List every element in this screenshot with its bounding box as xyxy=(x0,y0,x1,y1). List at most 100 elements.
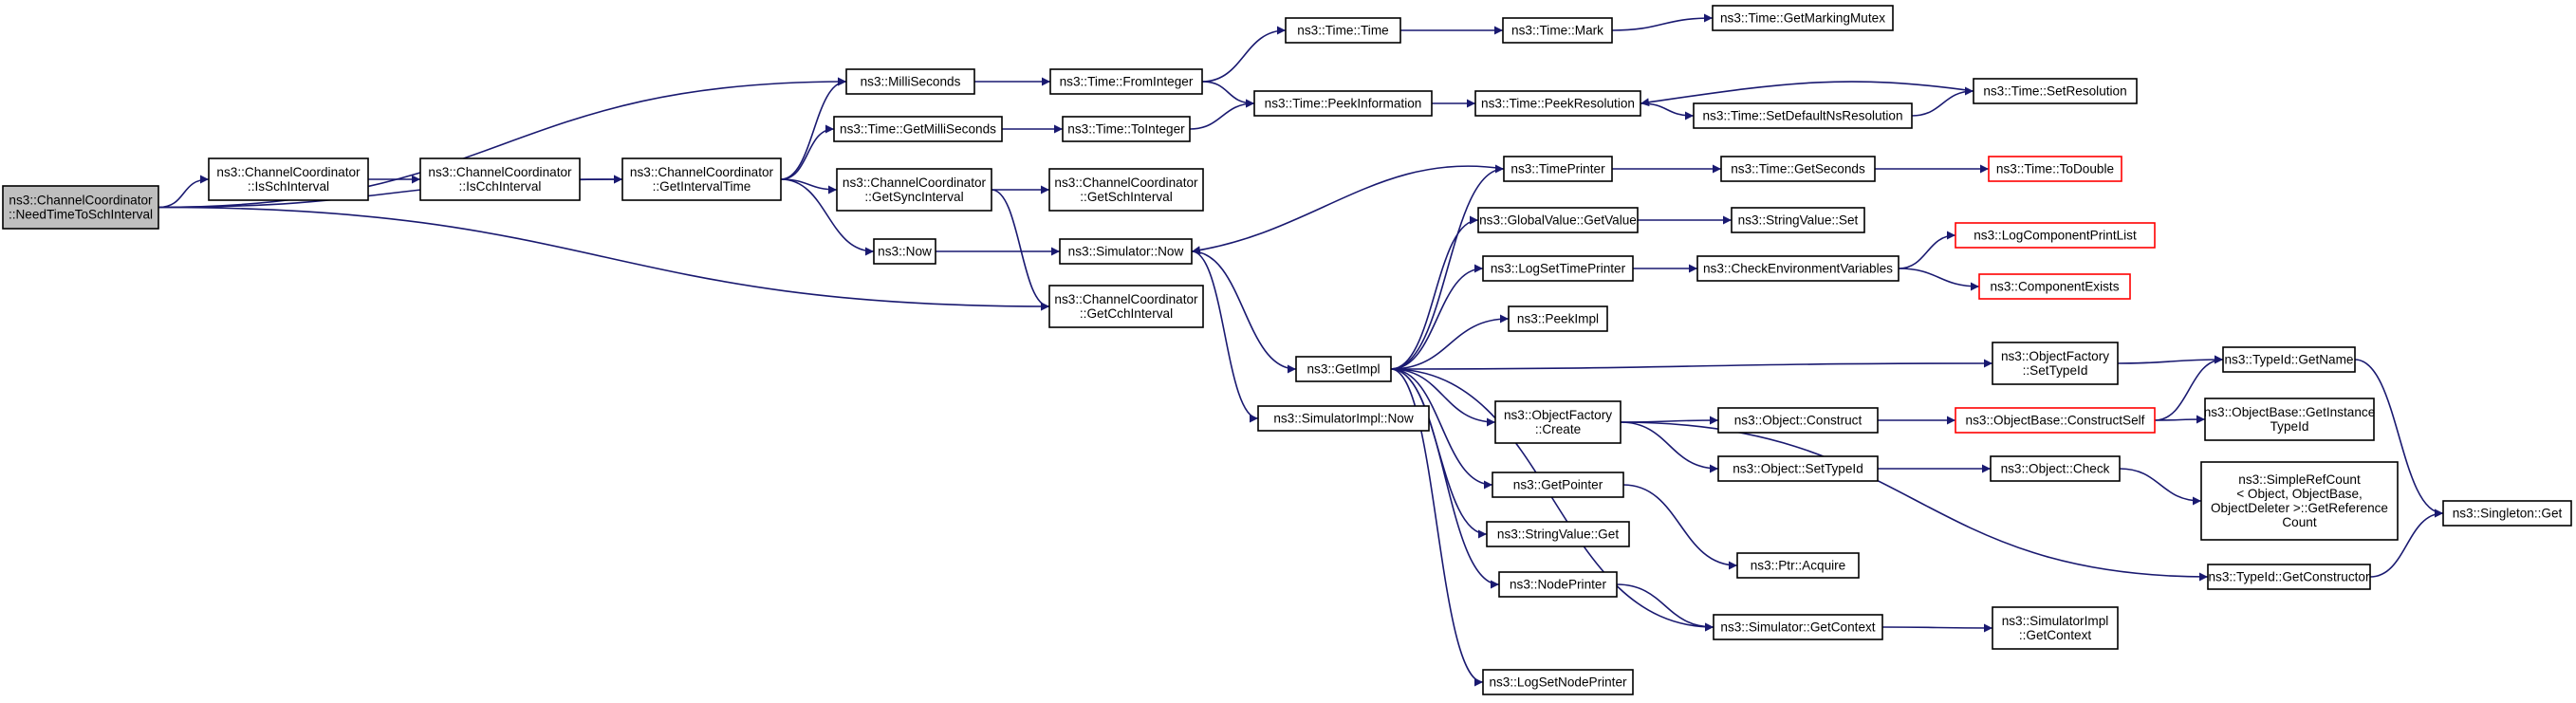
node-label: ns3::ChannelCoordinator xyxy=(216,165,361,179)
graph-node-getPointer[interactable]: ns3::GetPointer xyxy=(1492,472,1624,498)
node-box xyxy=(1978,273,2131,300)
node-label: TypeId xyxy=(2270,419,2309,434)
graph-node-objSetTid[interactable]: ns3::Object::SetTypeId xyxy=(1717,455,1879,482)
node-label: ns3::GlobalValue::GetValue xyxy=(1479,213,1637,228)
graph-node-logSetTime[interactable]: ns3::LogSetTimePrinter xyxy=(1482,255,1634,282)
graph-node-checkEnv[interactable]: ns3::CheckEnvironmentVariables xyxy=(1696,255,1900,282)
node-label: ns3::LogSetTimePrinter xyxy=(1491,262,1626,276)
node-label: ns3::Time::ToDouble xyxy=(1996,162,2114,176)
graph-node-isCch[interactable]: ns3::ChannelCoordinator::IsCchInterval xyxy=(419,157,581,201)
graph-node-getSeconds[interactable]: ns3::Time::GetSeconds xyxy=(1720,156,1876,182)
graph-node-getMarkMutex[interactable]: ns3::Time::GetMarkingMutex xyxy=(1712,5,1894,31)
node-label: ns3::ComponentExists xyxy=(1990,280,2119,294)
edge-getInt-to-now xyxy=(780,178,875,256)
node-box xyxy=(2442,500,2572,527)
graph-node-timePrinter[interactable]: ns3::TimePrinter xyxy=(1503,156,1613,182)
graph-node-srcGetRef[interactable]: ns3::SimpleRefCount< Object, ObjectBase,… xyxy=(2200,461,2399,541)
edge-getInt-to-getMilli xyxy=(780,124,835,180)
graph-node-isSch[interactable]: ns3::ChannelCoordinator::IsSchInterval xyxy=(208,157,369,201)
graph-node-gvGet[interactable]: ns3::GlobalValue::GetValue xyxy=(1477,207,1639,233)
edge-objCheck-to-srcGetRef xyxy=(2119,468,2202,506)
edge-root-to-getCch xyxy=(158,206,1050,311)
edge-simNow-to-simImplNow xyxy=(1191,250,1259,423)
edge-getPointer-to-ptrAcquire xyxy=(1622,484,1738,570)
node-box xyxy=(1988,156,2122,182)
graph-node-peekImpl[interactable]: ns3::PeekImpl xyxy=(1508,305,1608,332)
edge-setDefNs-to-setRes xyxy=(1911,86,1974,117)
graph-node-timeTime[interactable]: ns3::Time::Time xyxy=(1285,17,1401,44)
graph-node-getSch[interactable]: ns3::ChannelCoordinator::GetSchInterval xyxy=(1048,168,1204,212)
node-label: ns3::Simulator::Now xyxy=(1068,245,1184,259)
node-label: ns3::Time::PeekInformation xyxy=(1265,97,1422,111)
node-label: ::IsSchInterval xyxy=(248,179,329,194)
node-box xyxy=(1474,90,1641,117)
graph-node-svSet[interactable]: ns3::StringValue::Set xyxy=(1731,207,1865,233)
graph-node-getInt[interactable]: ns3::ChannelCoordinator::GetIntervalTime xyxy=(621,157,782,201)
graph-node-root[interactable]: ns3::ChannelCoordinator::NeedTimeToSchIn… xyxy=(2,185,159,230)
graph-node-objConstruct[interactable]: ns3::Object::Construct xyxy=(1717,407,1879,434)
node-box xyxy=(1062,116,1191,142)
edge-nodePrinter-to-simGetCtx xyxy=(1616,583,1714,632)
node-box xyxy=(2200,461,2399,541)
node-box xyxy=(1720,156,1876,182)
node-label: ::GetIntervalTime xyxy=(653,179,751,194)
graph-node-fromInt[interactable]: ns3::Time::FromInteger xyxy=(1049,68,1203,95)
graph-node-ptrAcquire[interactable]: ns3::Ptr::Acquire xyxy=(1736,552,1860,579)
graph-node-ofSetTid[interactable]: ns3::ObjectFactory::SetTypeId xyxy=(1992,342,2119,385)
graph-node-ofCreate[interactable]: ns3::ObjectFactory::Create xyxy=(1494,400,1622,444)
graph-node-simNow[interactable]: ns3::Simulator::Now xyxy=(1059,238,1193,265)
node-label: ns3::Time::Mark xyxy=(1511,24,1603,38)
edge-getImpl-to-timePrinter xyxy=(1390,164,1505,370)
edge-simGetCtx-to-simImplGetCtx xyxy=(1881,623,1993,633)
node-box xyxy=(1502,17,1613,44)
graph-node-obConstructSelf[interactable]: ns3::ObjectBase::ConstructSelf xyxy=(1955,407,2156,434)
node-label: < Object, ObjectBase, xyxy=(2236,487,2363,501)
graph-node-getMilli[interactable]: ns3::Time::GetMilliSeconds xyxy=(833,116,1003,142)
node-box xyxy=(2,185,159,230)
graph-node-simGetCtx[interactable]: ns3::Simulator::GetContext xyxy=(1713,614,1883,640)
graph-node-setDefNs[interactable]: ns3::Time::SetDefaultNsResolution xyxy=(1693,102,1913,129)
nodes-layer: ns3::ChannelCoordinator::NeedTimeToSchIn… xyxy=(2,5,2572,695)
node-label: ns3::Time::PeekResolution xyxy=(1481,97,1635,111)
graph-node-now[interactable]: ns3::Now xyxy=(873,238,936,265)
node-label: ns3::ChannelCoordinator xyxy=(630,165,774,179)
graph-node-tidGetCtor[interactable]: ns3::TypeId::GetConstructor xyxy=(2207,564,2371,590)
graph-node-peekRes[interactable]: ns3::Time::PeekResolution xyxy=(1474,90,1641,117)
graph-node-peekInfo[interactable]: ns3::Time::PeekInformation xyxy=(1253,90,1433,117)
graph-node-compExists[interactable]: ns3::ComponentExists xyxy=(1978,273,2131,300)
graph-node-simImplGetCtx[interactable]: ns3::SimulatorImpl::GetContext xyxy=(1992,606,2119,650)
edge-mark-to-getMarkMutex xyxy=(1611,13,1714,31)
graph-node-toInt[interactable]: ns3::Time::ToInteger xyxy=(1062,116,1191,142)
graph-node-simImplNow[interactable]: ns3::SimulatorImpl::Now xyxy=(1257,405,1430,432)
edge-getImpl-to-logSetNode xyxy=(1390,368,1484,687)
graph-node-logCompList[interactable]: ns3::LogComponentPrintList xyxy=(1955,222,2156,249)
graph-node-nodePrinter[interactable]: ns3::NodePrinter xyxy=(1498,571,1618,598)
graph-node-singletonGet[interactable]: ns3::Singleton::Get xyxy=(2442,500,2572,527)
edge-getImpl-to-ofSetTid xyxy=(1390,359,1993,370)
node-label: ::GetSyncInterval xyxy=(864,190,963,204)
graph-node-svGet[interactable]: ns3::StringValue::Get xyxy=(1486,521,1630,547)
edge-checkEnv-to-compExists xyxy=(1898,268,1980,291)
node-box xyxy=(833,116,1003,142)
graph-node-setRes[interactable]: ns3::Time::SetResolution xyxy=(1973,78,2138,104)
graph-node-mark[interactable]: ns3::Time::Mark xyxy=(1502,17,1613,44)
graph-node-getImpl[interactable]: ns3::GetImpl xyxy=(1295,356,1392,382)
graph-node-tidGetName[interactable]: ns3::TypeId::GetName xyxy=(2222,346,2356,373)
node-label: ns3::ChannelCoordinator xyxy=(428,165,572,179)
node-label: ns3::SimulatorImpl::Now xyxy=(1273,412,1413,426)
edge-obConstructSelf-to-tidGetName xyxy=(2154,355,2224,421)
graph-node-milli[interactable]: ns3::MilliSeconds xyxy=(845,68,975,95)
edge-tidGetName-to-singletonGet xyxy=(2354,359,2444,518)
node-label: ::NeedTimeToSchInterval xyxy=(9,208,153,222)
node-box xyxy=(208,157,369,201)
graph-node-getCch[interactable]: ns3::ChannelCoordinator::GetCchInterval xyxy=(1048,285,1204,328)
node-label: ns3::SimulatorImpl xyxy=(2002,614,2109,628)
graph-node-toDouble[interactable]: ns3::Time::ToDouble xyxy=(1988,156,2122,182)
graph-node-getSync[interactable]: ns3::ChannelCoordinator::GetSyncInterval xyxy=(836,168,992,212)
graph-node-objCheck[interactable]: ns3::Object::Check xyxy=(1990,455,2121,482)
node-label: ns3::Time::Time xyxy=(1297,24,1388,38)
node-label: ns3::ChannelCoordinator xyxy=(843,176,987,190)
graph-node-logSetNode[interactable]: ns3::LogSetNodePrinter xyxy=(1482,669,1634,695)
node-box xyxy=(1477,207,1639,233)
